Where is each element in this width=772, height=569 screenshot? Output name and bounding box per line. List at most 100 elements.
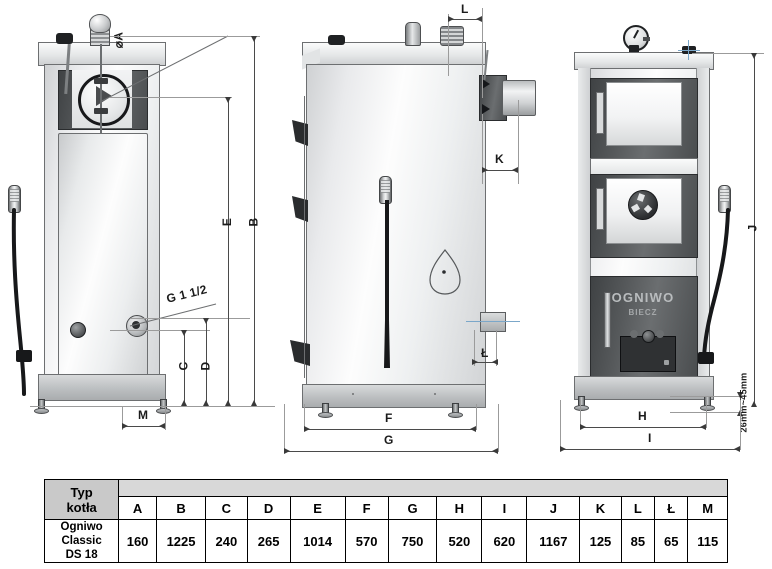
- table-letter-j: J: [526, 496, 581, 520]
- dim-i-line: [560, 449, 740, 450]
- label-l: L: [461, 2, 469, 16]
- dim-h-line: [580, 427, 706, 428]
- side-cap-port-left: [328, 35, 345, 45]
- label-k: K: [495, 152, 504, 166]
- side-left-rail: [304, 96, 310, 378]
- front-plinth: [38, 374, 166, 401]
- dim-m-line: [122, 426, 165, 427]
- ext-k-left: [482, 114, 483, 184]
- dim-k-group: K: [460, 100, 560, 190]
- table-model-line3: DS 18: [65, 549, 98, 561]
- dim-g-arrow-left: [284, 448, 290, 454]
- table-model-line1: Ogniwo: [60, 521, 103, 533]
- table-letter-m: M: [687, 496, 728, 520]
- cable-connector-rear: [698, 352, 714, 364]
- dimension-table: Typ kotła A B C D E F G H I J K L Ł M Og…: [43, 479, 728, 563]
- table-letter-i: I: [481, 496, 528, 520]
- side-flue-arrow-top: [482, 79, 490, 89]
- dim-h-arrow-left: [580, 424, 586, 430]
- rear-lower-latch: [596, 188, 604, 230]
- dim-m-arrow-left: [122, 423, 128, 429]
- table-letter-d: D: [246, 496, 291, 520]
- pressure-gauge-stem: [629, 45, 639, 54]
- front-knob-right-core: [132, 321, 140, 329]
- front-rod-clip-bottom: [94, 108, 108, 114]
- rear-upper-latch: [596, 92, 604, 134]
- table-value-e: 1014: [289, 519, 346, 563]
- ext-k-right: [518, 100, 519, 184]
- dim-e-arrow-top: [225, 97, 231, 103]
- ext-h-left: [580, 400, 581, 428]
- table-value-h: 520: [436, 519, 483, 563]
- table-corner-line2: kotła: [66, 499, 97, 515]
- dim-j-line: [754, 53, 755, 407]
- dim-f-line: [304, 429, 476, 430]
- table-letter-l: L: [620, 496, 656, 520]
- table-row-letters: A B C D E F G H I J K L Ł M: [45, 496, 728, 520]
- rear-control-knob-left: [630, 330, 638, 338]
- dim-i-arrow-right: [734, 446, 740, 452]
- table-letter-e: E: [289, 496, 346, 520]
- thread-g-leader: [129, 303, 217, 327]
- ext-l-left: [448, 14, 449, 76]
- table-value-d: 265: [246, 519, 291, 563]
- front-view-group: ⌀A G 1 1/2: [0, 0, 265, 460]
- diameter-a-leader: [99, 35, 229, 103]
- ext-lstroke-right: [496, 330, 497, 366]
- dim-j-group: J: [692, 0, 772, 460]
- rear-upper-window: [606, 82, 682, 146]
- side-body: [306, 64, 486, 386]
- side-vent-nozzle: [405, 22, 421, 46]
- table-value-g: 750: [387, 519, 438, 563]
- table-row-blank: Typ kotła: [43, 479, 728, 520]
- dim-hi-group: H I: [560, 398, 772, 460]
- dim-c-line: [184, 330, 185, 406]
- dim-b-arrow-bottom: [251, 400, 257, 406]
- front-foot-right: [156, 399, 171, 414]
- dim-lstroke-line: [474, 362, 496, 363]
- table-letter-g: G: [387, 496, 438, 520]
- table-value-m: 115: [687, 519, 728, 563]
- ext-g-left: [284, 404, 285, 452]
- ext-i-left: [560, 400, 561, 450]
- dim-c-arrow-bottom: [181, 400, 187, 406]
- dim-l-arrow-right: [476, 16, 482, 22]
- dim-fg-group: F G: [280, 400, 540, 460]
- probe-cable-front: [11, 208, 26, 396]
- dim-l-line: [448, 19, 482, 20]
- dim-c-arrow-top: [181, 330, 187, 336]
- side-plinth-dot-left: [352, 393, 354, 395]
- flue-knob-front: [89, 14, 111, 33]
- dim-g-line: [284, 451, 498, 452]
- front-knob-left: [70, 322, 86, 338]
- ext-a-top: [110, 36, 260, 37]
- label-m: M: [138, 408, 149, 422]
- dim-l-arrow-left: [448, 16, 454, 22]
- dim-j-arrow-top: [751, 53, 757, 59]
- table-value-i: 620: [481, 519, 528, 563]
- probe-head-rear: [718, 185, 731, 213]
- dim-e-line: [228, 97, 229, 406]
- table-row: Ogniwo Classic DS 18 160 1225 240 265 10…: [43, 519, 728, 563]
- dim-d-line: [206, 318, 207, 406]
- label-f: F: [385, 411, 393, 425]
- dim-m-arrow-right: [159, 423, 165, 429]
- dim-foot-arrow-top: [737, 392, 743, 398]
- side-view-group: [280, 0, 536, 460]
- dim-d-arrow-bottom: [203, 400, 209, 406]
- dim-b-line: [254, 36, 255, 406]
- ext-front-baseline: [30, 406, 275, 407]
- ext-f-left: [304, 404, 305, 430]
- table-letter-lstroke: Ł: [654, 496, 689, 520]
- dim-g-arrow-right: [492, 448, 498, 454]
- table-blank-cell: [118, 479, 728, 497]
- table-value-b: 1225: [155, 519, 207, 563]
- ext-m-right: [165, 406, 166, 430]
- table-value-k: 125: [579, 519, 622, 563]
- front-rod-clip-top: [94, 78, 108, 84]
- ext-l-right: [482, 8, 483, 98]
- dim-e-arrow-bottom: [225, 400, 231, 406]
- pressure-gauge-side-pipe: [643, 37, 650, 41]
- table-value-c: 240: [205, 519, 248, 563]
